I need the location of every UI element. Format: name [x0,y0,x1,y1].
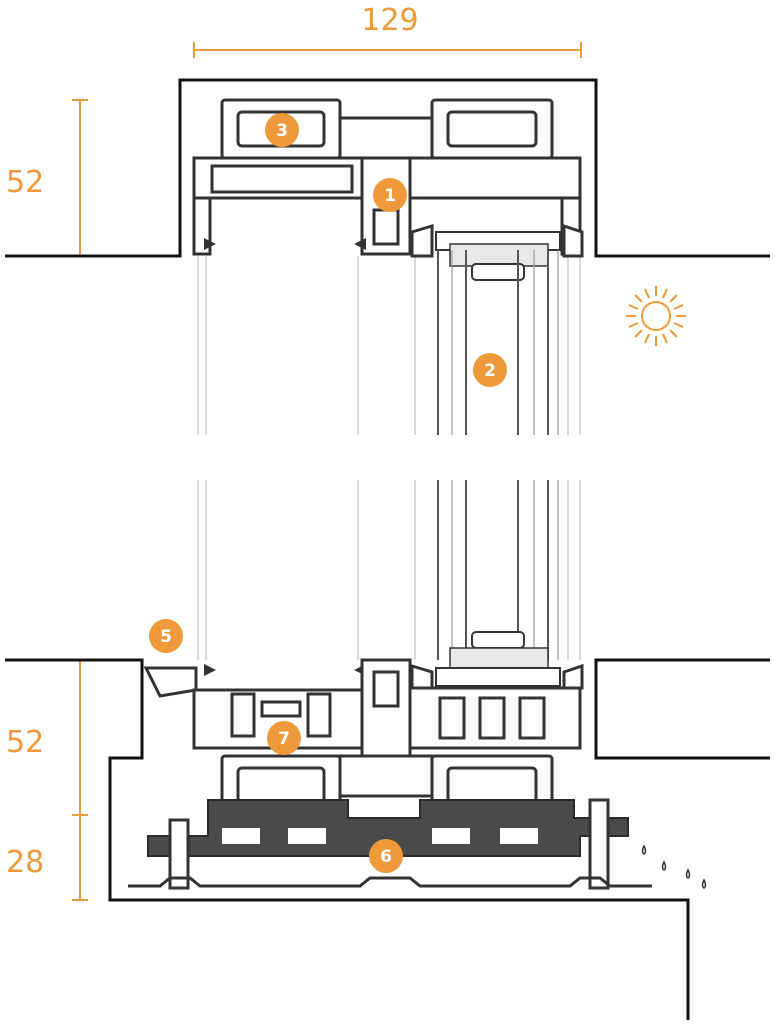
glass-unit-bottom [435,480,561,687]
callout-7-label: 7 [278,729,290,749]
callout-2-label: 2 [484,361,496,381]
callout-2: 2 [473,353,507,387]
width-dimension-label: 129 [361,3,418,38]
callout-5: 5 [149,619,183,653]
width-dimension: 129 [193,3,582,58]
callout-3: 3 [265,113,299,147]
bottom-height-dimension: 52 28 [6,659,88,901]
threshold-base [128,798,652,890]
base-height-label: 28 [6,845,44,880]
callout-7: 7 [267,721,301,755]
callout-6-label: 6 [380,847,392,867]
glazing-lines [197,256,581,660]
glass-unit-top [435,231,561,435]
callout-5-label: 5 [160,627,172,647]
sun-icon [626,286,686,346]
sill-wall-outline-right [594,658,770,760]
top-height-dimension: 52 [6,99,88,256]
callout-1: 1 [373,178,407,212]
top-height-label: 52 [6,165,44,200]
callout-3-label: 3 [276,121,288,141]
bottom-height-label: 52 [6,725,44,760]
callout-1-label: 1 [384,186,396,206]
sill-wall-outline-left [5,658,690,1020]
callout-6: 6 [369,839,403,873]
head-wall-outline [5,78,770,258]
head-frame-profile [192,98,584,258]
rain-drops-icon [641,844,707,889]
